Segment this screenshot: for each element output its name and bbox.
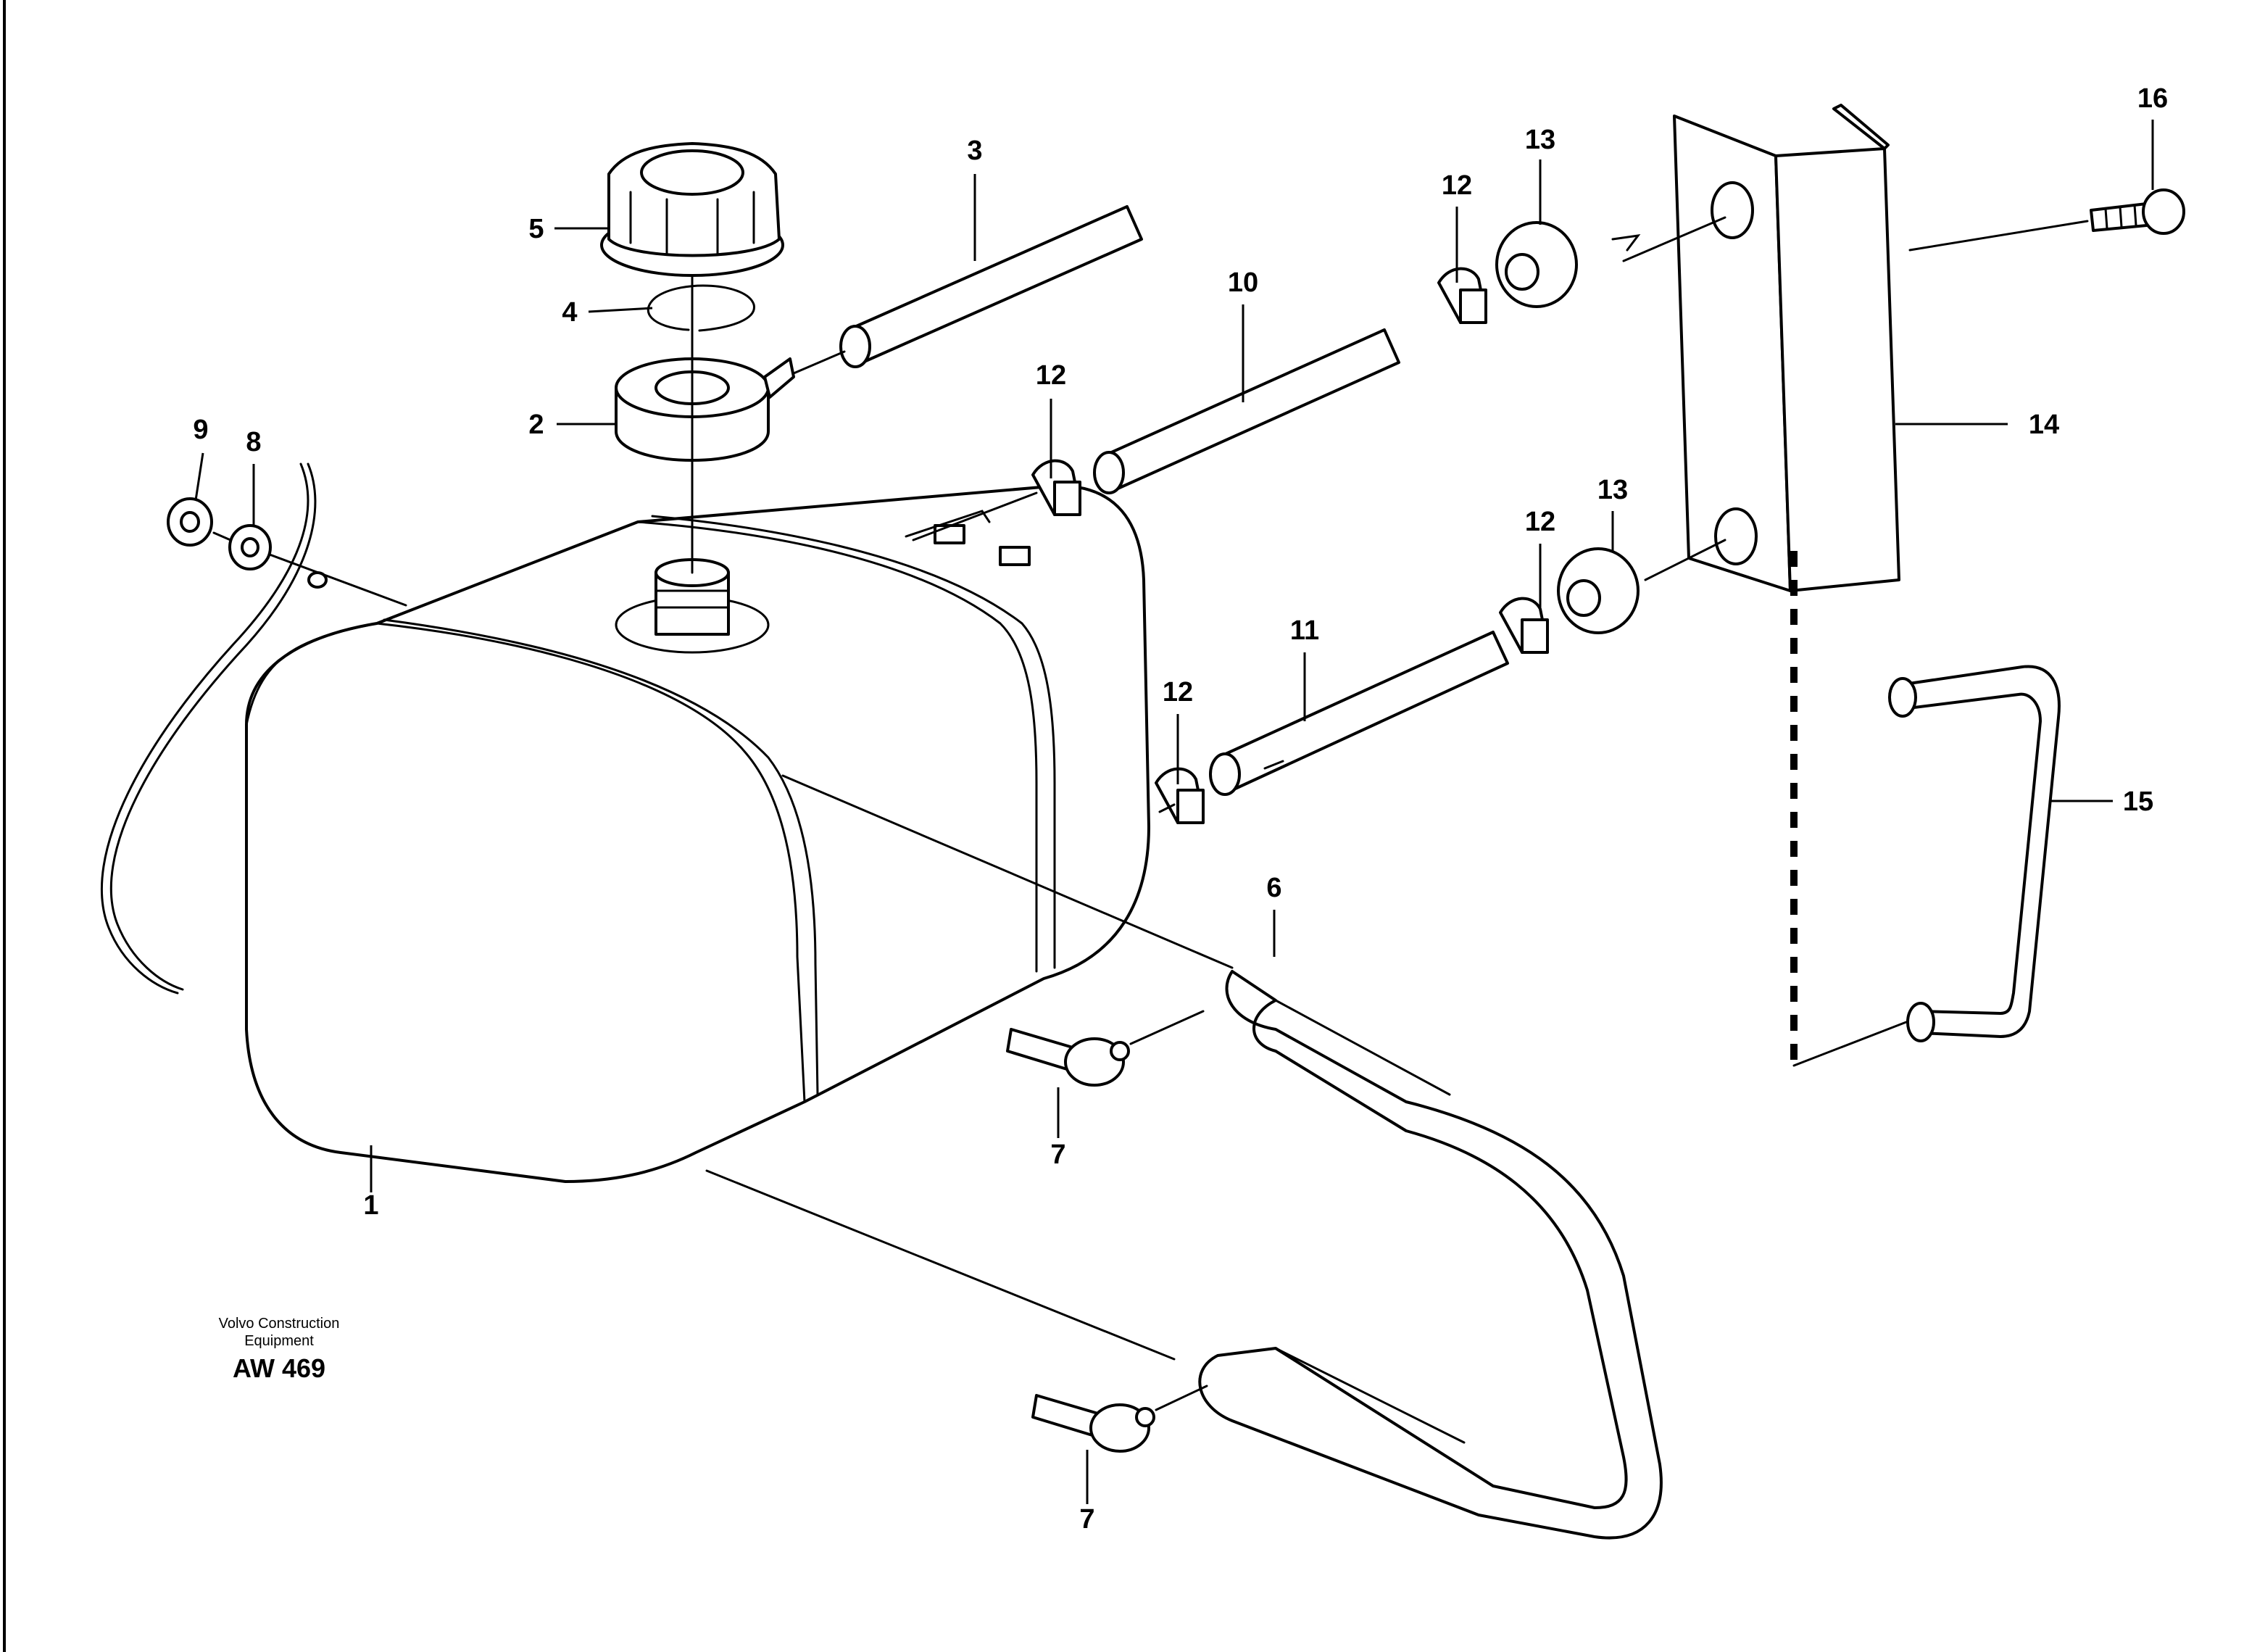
callout-13a: 13 [1525,125,1555,155]
vent-hose [792,205,1143,375]
washer [228,524,272,570]
callout-5: 5 [528,214,544,244]
callout-10: 10 [1228,267,1258,298]
callout-11: 11 [1290,615,1319,646]
fuel-tank [245,484,1150,1183]
fuel-hose-lower [1209,631,1509,796]
mounting-bracket [1673,104,1900,592]
callout-labels: 1 2 3 4 5 6 7 7 8 9 10 11 12 12 12 12 13… [193,83,2168,1535]
rubber-grommet [1495,221,1578,308]
callout-12b: 12 [1442,170,1472,201]
filler-cap [600,142,784,277]
callout-7b: 7 [1079,1504,1094,1535]
callout-2: 2 [528,410,544,440]
filler-adapter [615,357,795,462]
callout-3: 3 [967,136,982,166]
credit-line-1: Volvo Construction [219,1316,340,1332]
callout-13b: 13 [1597,475,1628,505]
callout-1: 1 [363,1190,378,1221]
snap-ring [647,284,755,332]
callout-14: 14 [2029,410,2059,440]
hose-clamp [1499,597,1549,654]
hose-clamp [1031,459,1081,516]
callout-leaders [194,120,2154,1504]
hose-clamp [1155,767,1205,824]
callout-7a: 7 [1050,1140,1065,1170]
callout-12c: 12 [1163,677,1193,707]
illustration-code: AW 469 [233,1353,325,1383]
callout-4: 4 [562,297,577,328]
callout-12d: 12 [1525,507,1555,537]
callout-15: 15 [2123,786,2153,817]
credit-line-2: Equipment [244,1333,314,1349]
fuel-hose-upper [1093,328,1400,494]
hose-clamp [1437,267,1487,324]
callout-16: 16 [2137,83,2168,114]
bent-pipe [1888,665,2061,1042]
publisher-credit: Volvo Construction Equipment AW 469 [219,1316,340,1383]
sender-wire [101,462,309,995]
flange-bolt [2090,188,2185,235]
rubber-grommet [1557,547,1640,634]
nut [167,497,213,547]
callout-9: 9 [193,415,208,445]
strap-bolt [1031,1394,1155,1453]
callout-6: 6 [1266,873,1281,903]
strap-bolt [1006,1028,1130,1087]
callout-8: 8 [246,427,261,457]
tank-strap [1198,970,1663,1540]
callout-12a: 12 [1036,360,1066,391]
